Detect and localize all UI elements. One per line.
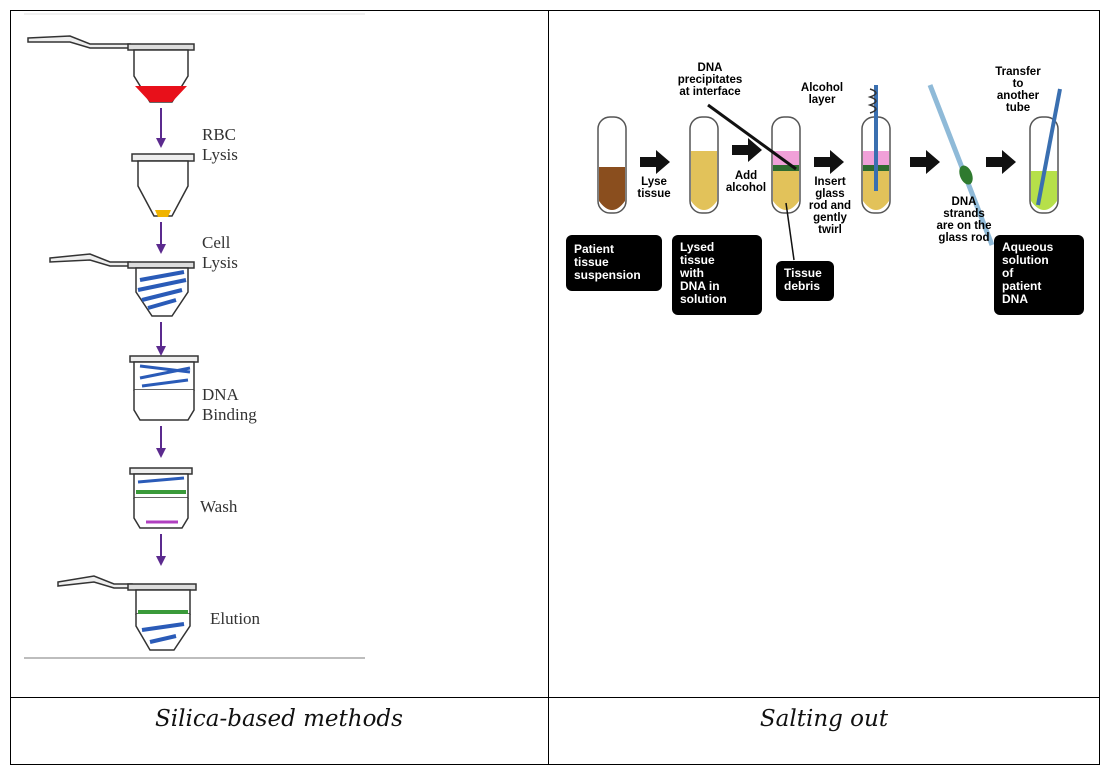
label-box xyxy=(776,261,834,301)
process-arrow xyxy=(640,150,670,174)
table-border-center xyxy=(548,10,549,765)
step-label-cell-lysis: Lysis xyxy=(202,253,238,272)
lysate-tube-icon xyxy=(689,116,719,214)
table-border-left xyxy=(10,10,11,765)
step-label-rbc: RBC xyxy=(202,125,236,144)
caption-salting-out: Salting out xyxy=(759,706,889,732)
pellet-tube-icon xyxy=(131,153,195,217)
flow-arrow xyxy=(156,108,166,148)
flow-arrow xyxy=(156,222,166,254)
table-border-middle xyxy=(10,697,1100,698)
aqueous-tube-icon xyxy=(1029,88,1062,214)
process-arrow xyxy=(732,138,762,162)
flow-arrow xyxy=(156,426,166,458)
silica-workflow-diagram: RBC Lysis Cell Lysis DNA Binding Wash El… xyxy=(24,13,365,659)
process-arrow xyxy=(986,150,1016,174)
label-box xyxy=(672,235,762,315)
cell-lysis-tube-icon xyxy=(49,253,195,317)
step-label-binding: Binding xyxy=(202,405,257,424)
table-border-top xyxy=(10,10,1100,11)
table-border-right xyxy=(1099,10,1100,765)
glass-rod-tube-icon xyxy=(861,85,891,214)
process-arrow xyxy=(814,150,844,174)
step-label-cell: Cell xyxy=(202,233,231,252)
caption-silica: Silica-based methods xyxy=(155,706,403,732)
wash-column-icon xyxy=(129,467,193,529)
spin-column-icon xyxy=(129,355,199,421)
label-box xyxy=(994,235,1084,315)
pointer-line xyxy=(707,103,797,171)
process-arrow xyxy=(910,150,940,174)
tissue-suspension-tube-icon xyxy=(597,116,627,214)
step-label-rbc-lysis: Lysis xyxy=(202,145,238,164)
flow-arrow xyxy=(156,534,166,566)
label-box xyxy=(566,235,662,291)
pointer-line xyxy=(785,202,795,261)
table-border-bottom xyxy=(10,764,1100,765)
flow-arrow xyxy=(156,322,166,356)
step-label-elution: Elution xyxy=(210,609,261,628)
elution-tube-icon xyxy=(57,575,197,651)
dna-on-rod-icon xyxy=(927,84,995,246)
step-label-dna: DNA xyxy=(202,385,240,404)
blood-tube-icon xyxy=(27,35,195,103)
step-label-wash: Wash xyxy=(200,497,238,516)
alcohol-layer-tube-icon xyxy=(771,116,801,214)
